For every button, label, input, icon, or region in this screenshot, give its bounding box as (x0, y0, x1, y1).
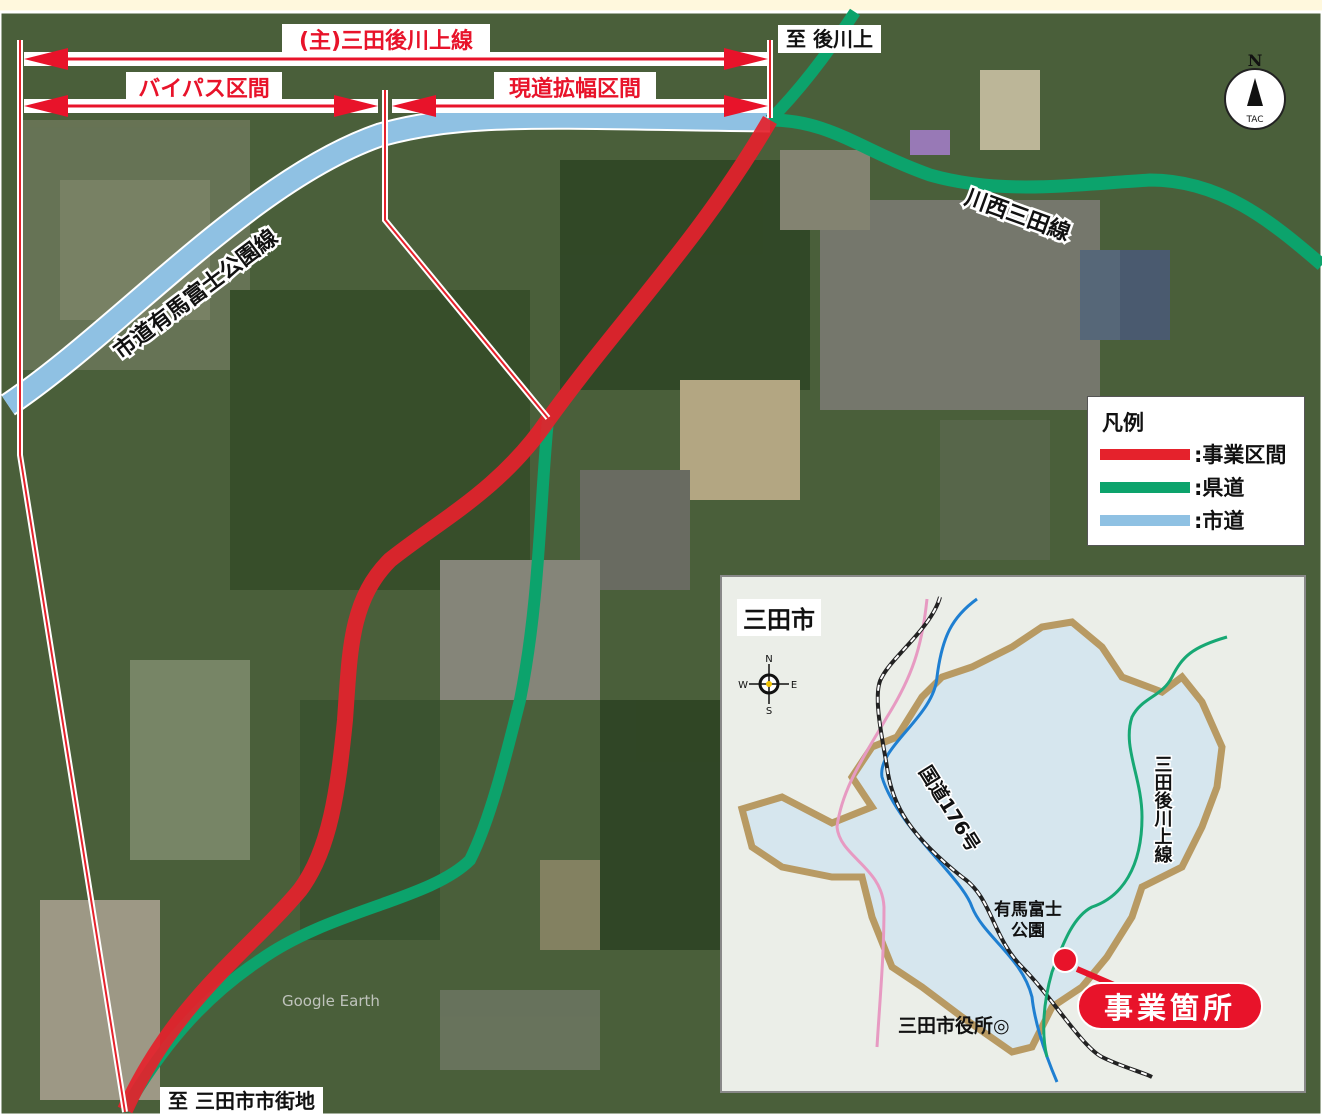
legend-row-prefectural: :県道 (1100, 472, 1244, 502)
inset-main-road (1042, 635, 1228, 1058)
prefectural-road-east (769, 113, 1322, 270)
inset-park-line1: 有馬富士 (994, 900, 1062, 920)
legend-label-city: :市道 (1194, 509, 1245, 533)
city-boundary (737, 618, 1226, 1056)
legend-title: 凡例 (1102, 411, 1144, 435)
bypass-section-label: バイパス区間 (138, 77, 270, 102)
leader-lines (19, 40, 771, 1113)
inset-park-line2: 公園 (1011, 921, 1045, 941)
dimension-arrows (24, 48, 768, 117)
north-destination-label: 至 後川上 (778, 25, 881, 53)
compass-maker: TAC (1245, 115, 1263, 125)
legend-swatch-project (1100, 448, 1190, 460)
inset-compass-s: S (766, 706, 772, 717)
widening-section-label: 現道拡幅区間 (509, 76, 641, 102)
north-compass-icon: N TAC (1224, 52, 1286, 130)
compass-north: N (1248, 52, 1263, 70)
inset-title: 三田市 (737, 599, 821, 636)
prefectural-road-south (119, 419, 554, 1114)
prefectural-road-north (765, 8, 861, 125)
legend-label-project: :事業区間 (1194, 443, 1287, 467)
inset-compass-icon: N E S W (738, 654, 797, 717)
inset-compass-e: E (791, 680, 797, 691)
inset-city-hall-label: 三田市役所◎ (898, 1015, 1010, 1037)
legend-row-project: :事業区間 (1100, 439, 1286, 469)
legend-swatch-city (1100, 514, 1190, 526)
legend-label-prefectural: :県道 (1194, 476, 1245, 500)
route-main-label: (主)三田後川上線 (299, 28, 473, 54)
legend-swatch-prefectural (1100, 481, 1190, 493)
terrain-patches (20, 70, 1170, 1100)
project-site-marker (1052, 947, 1078, 973)
project-section-road (117, 115, 777, 1114)
legend-row-city: :市道 (1100, 505, 1244, 535)
inset-compass-w: W (738, 680, 748, 691)
south-destination-label: 至 三田市市街地 (160, 1087, 323, 1115)
inset-compass-n: N (765, 654, 772, 665)
inset-park-label: 有馬富士 公園 (994, 900, 1062, 942)
google-earth-watermark: Google Earth (282, 992, 380, 1010)
map-legend: 凡例 :事業区間 :県道 :市道 (1087, 396, 1305, 546)
inset-main-road-label: 三田後川上線 (1152, 755, 1174, 864)
project-site-callout: 事業箇所 (1077, 982, 1263, 1030)
city-road (2, 106, 771, 414)
inset-map: N E S W 国道176号 三田後川上線 三田市 有馬富士 公園 三田市役所◎… (720, 575, 1306, 1093)
